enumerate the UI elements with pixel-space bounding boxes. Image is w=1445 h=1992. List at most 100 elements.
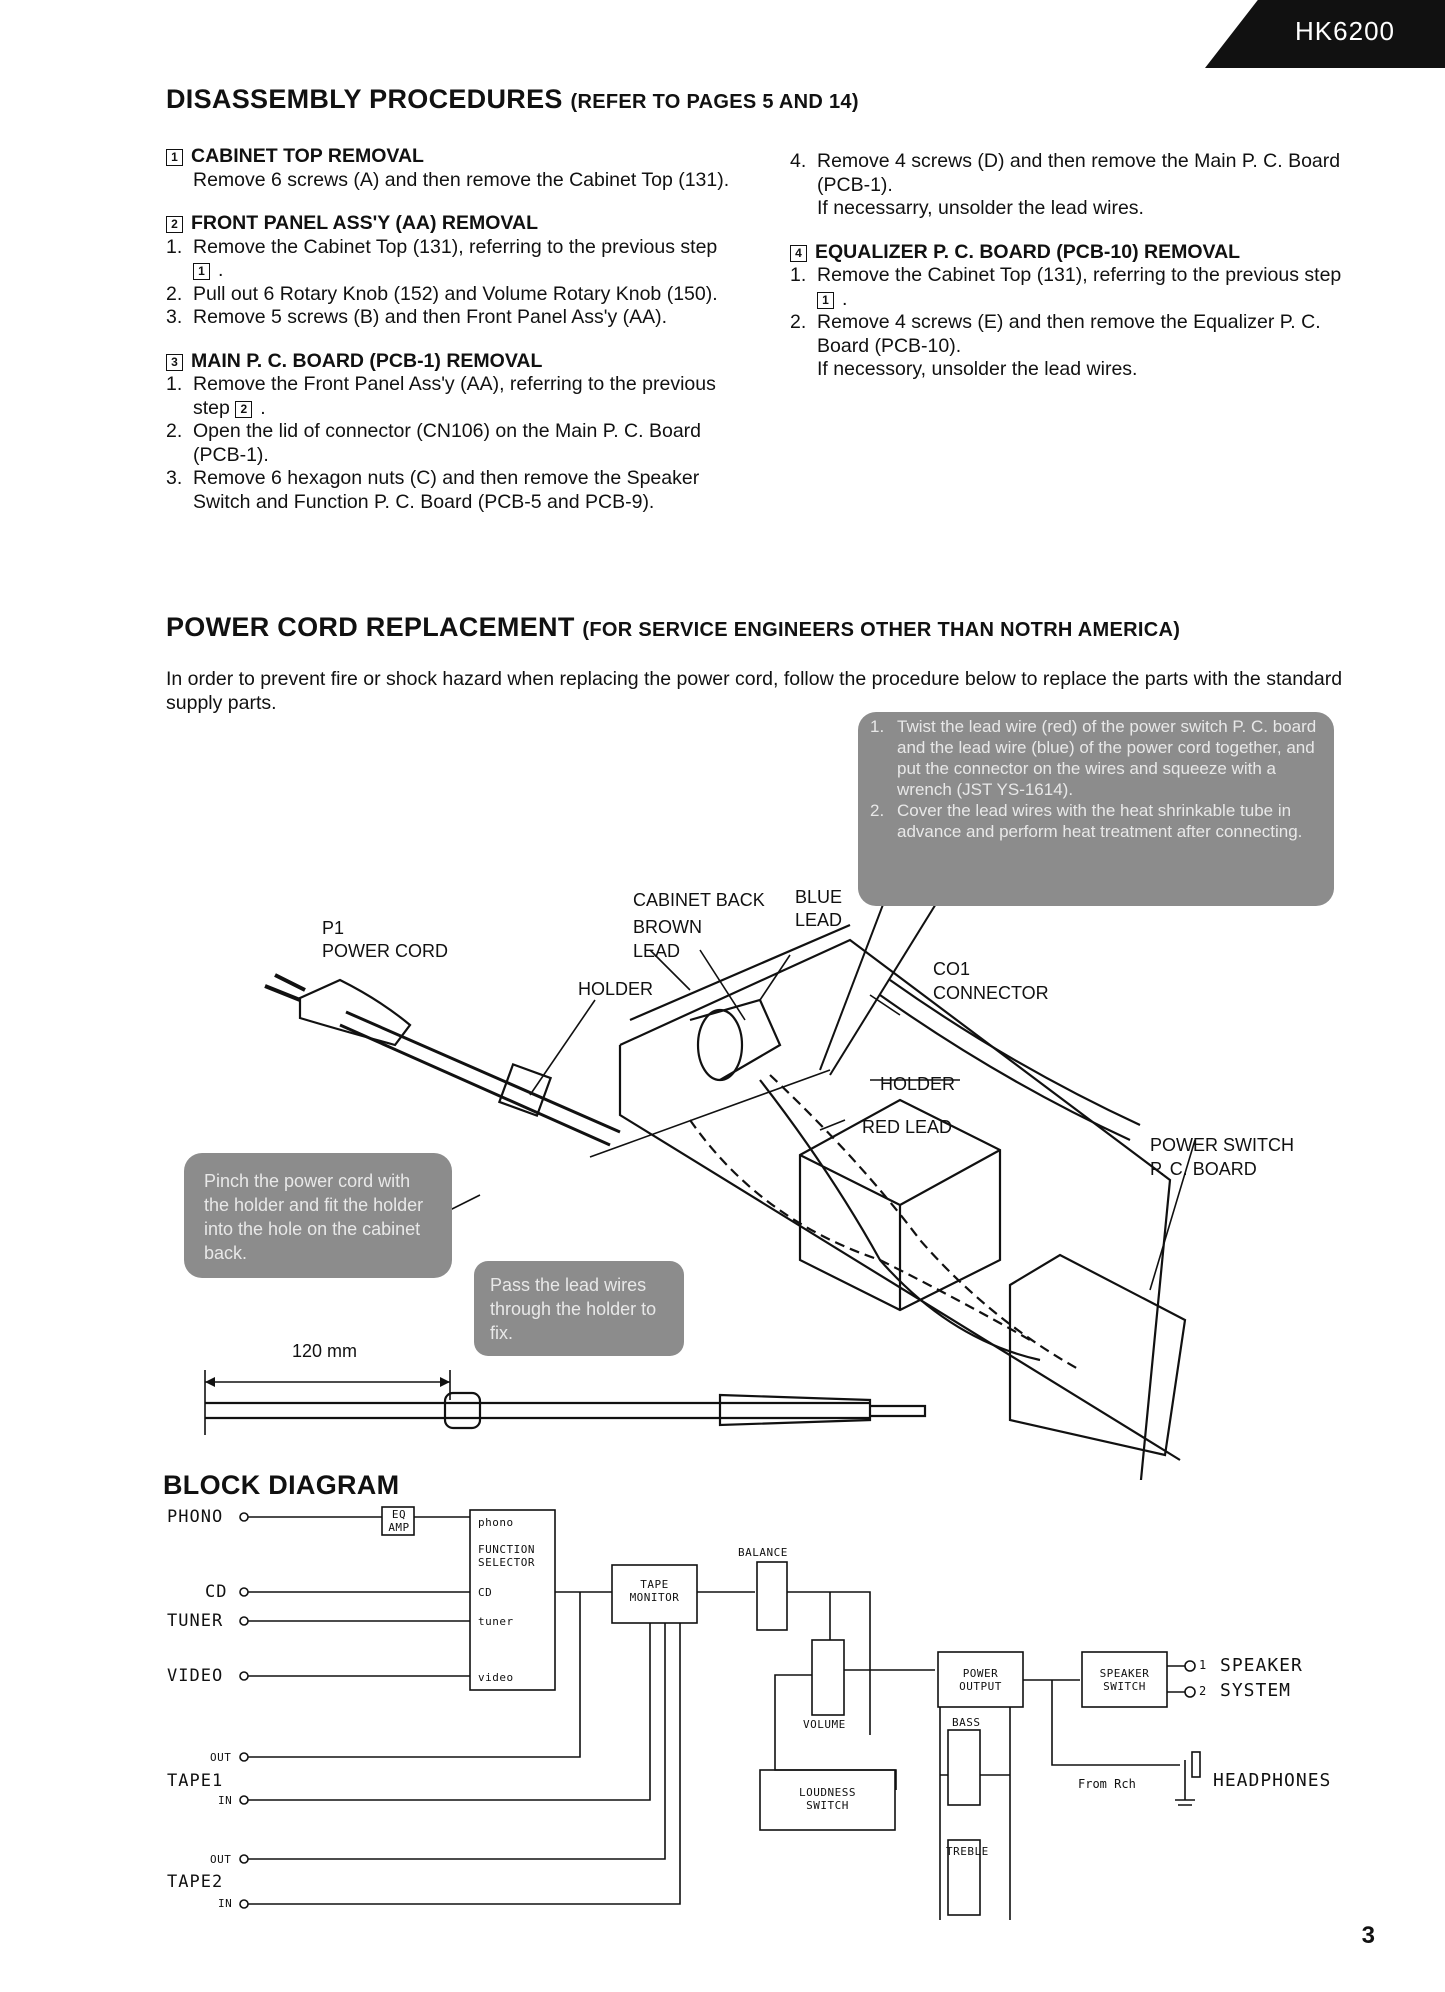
step-3-item-4-text: Remove 4 screws (D) and then remove the … — [817, 150, 1341, 196]
note-pass-lead-wires: Pass the lead wires through the holder t… — [474, 1261, 684, 1356]
step-4-heading: 4 EQUALIZER P. C. BOARD (PCB-10) REMOVAL — [790, 241, 1360, 265]
label-cabinet-back: CABINET BACK — [633, 890, 765, 910]
step-2-item-2-text: Pull out 6 Rotary Knob (152) and Volume … — [193, 282, 718, 305]
label-p1: P1 — [322, 918, 345, 938]
label-120mm: 120 mm — [292, 1341, 358, 1361]
note-pinch-holder: Pinch the power cord with the holder and… — [184, 1153, 452, 1278]
step-2-item-1-text: Remove the Cabinet Top (131), referring … — [193, 235, 718, 258]
step-3-number: 3 — [166, 353, 183, 371]
block-diagram-title: BLOCK DIAGRAM — [163, 1470, 400, 1500]
step-1-number: 1 — [166, 149, 183, 166]
tape1-in: IN — [218, 1794, 233, 1807]
tape2-out: OUT — [210, 1853, 232, 1866]
step-4-item-1: 1.Remove the Cabinet Top (131), referrin… — [790, 264, 1342, 310]
label-co1: CO1 — [933, 959, 971, 979]
label-pc-board: P. C. BOARD — [1150, 1159, 1257, 1179]
power-cord-title: POWER CORD REPLACEMENT — [166, 612, 575, 642]
cabinet-panel-edge — [619, 938, 1172, 1480]
note-step-1: Twist the lead wire (red) of the power s… — [897, 717, 1317, 799]
label-brown: BROWN — [633, 917, 702, 937]
label-red-lead: RED LEAD — [862, 1117, 953, 1137]
output-2: 2 — [1199, 1684, 1207, 1698]
input-tuner: TUNER — [167, 1611, 224, 1631]
step-4-item-2-note: If necessory, unsolder the lead wires. — [817, 358, 1138, 380]
step-3-heading: 3 MAIN P. C. BOARD (PCB-1) REMOVAL — [166, 350, 736, 374]
step-2-item-2: 2.Pull out 6 Rotary Knob (152) and Volum… — [166, 282, 718, 305]
step-3-item-3-text: Remove 6 hexagon nuts (C) and then remov… — [193, 467, 700, 513]
input-phono: PHONO — [167, 1507, 224, 1527]
step-1-text: Remove 6 screws (A) and then remove the … — [193, 168, 730, 191]
step-3-item-4-note: If necessarry, unsolder the lead wires. — [817, 197, 1144, 219]
output-speaker: SPEAKER — [1220, 1655, 1303, 1676]
treble-label: TREBLE — [946, 1845, 989, 1858]
tape2-in: IN — [218, 1897, 233, 1910]
label-holder-2: HOLDER — [880, 1074, 956, 1094]
step-3-item-4: 4.Remove 4 screws (D) and then remove th… — [790, 150, 1360, 197]
step-2-item-1: 1.Remove the Cabinet Top (131), referrin… — [166, 235, 718, 282]
step-ref-box: 1 — [817, 291, 834, 309]
note-step-2: Cover the lead wires with the heat shrin… — [897, 801, 1303, 841]
model-tab: HK6200 — [1205, 0, 1445, 68]
step-3-title: MAIN P. C. BOARD (PCB-1) REMOVAL — [191, 349, 543, 372]
step-2-number: 2 — [166, 216, 183, 233]
step-3-item-2: 2.Open the lid of connector (CN106) on t… — [166, 420, 736, 467]
step-1-title: CABINET TOP REMOVAL — [191, 145, 424, 167]
page-number: 3 — [1361, 1922, 1375, 1949]
disassembly-ref: (REFER TO PAGES 5 AND 14) — [570, 91, 859, 113]
label-power-switch: POWER SWITCH — [1150, 1135, 1294, 1155]
label-brown-lead: LEAD — [633, 941, 681, 961]
disassembly-right-column: 4.Remove 4 screws (D) and then remove th… — [790, 150, 1360, 382]
step-2-heading: 2 FRONT PANEL ASS'Y (AA) REMOVAL — [166, 212, 736, 236]
input-cd: CD — [205, 1582, 228, 1602]
power-cord-intro: In order to prevent fire or shock hazard… — [166, 668, 1343, 714]
input-tape2: TAPE2 — [167, 1872, 224, 1892]
from-rch-label: From Rch — [1078, 1777, 1136, 1791]
disassembly-left-column: 1 CABINET TOP REMOVAL Remove 6 screws (A)… — [166, 145, 736, 514]
step-ref-box: 1 — [193, 263, 210, 280]
step-3-item-1: 1.Remove the Front Panel Ass'y (AA), ref… — [166, 373, 716, 419]
step-4-item-2-text: Remove 4 screws (E) and then remove the … — [817, 311, 1321, 357]
step-4-item-1-text: Remove the Cabinet Top (131), referring … — [817, 264, 1342, 286]
step-3-item-1-text: Remove the Front Panel Ass'y (AA), refer… — [193, 373, 716, 419]
disassembly-title: DISASSEMBLY PROCEDURES — [166, 84, 563, 114]
note-twist-and-cover: 1.Twist the lead wire (red) of the power… — [858, 712, 1334, 906]
output-1: 1 — [1199, 1658, 1207, 1672]
block-diagram-drawing — [239, 1506, 1201, 1920]
block-diagram-heading: BLOCK DIAGRAM — [163, 1470, 399, 1501]
step-3-item-3: 3.Remove 6 hexagon nuts (C) and then rem… — [166, 467, 736, 514]
output-headphones: HEADPHONES — [1213, 1770, 1332, 1791]
label-blue-lead: LEAD — [795, 910, 843, 930]
step-4-number: 4 — [790, 244, 807, 262]
label-power-cord: POWER CORD — [322, 941, 448, 961]
input-video: VIDEO — [167, 1666, 224, 1686]
fs-cd: CD — [478, 1586, 493, 1599]
tape1-out: OUT — [210, 1751, 232, 1764]
balance-label: BALANCE — [738, 1546, 788, 1559]
fs-video: video — [478, 1671, 514, 1684]
step-4-item-2: 2.Remove 4 screws (E) and then remove th… — [790, 311, 1360, 358]
bass-label: BASS — [952, 1716, 981, 1729]
label-connector: CONNECTOR — [933, 983, 1049, 1003]
power-cord-subtitle: (FOR SERVICE ENGINEERS OTHER THAN NOTRH … — [582, 619, 1181, 641]
label-blue: BLUE — [795, 887, 843, 907]
step-4-title: EQUALIZER P. C. BOARD (PCB-10) REMOVAL — [815, 240, 1241, 263]
step-2-item-3-text: Remove 5 screws (B) and then Front Panel… — [193, 306, 668, 328]
fs-phono: phono — [478, 1516, 514, 1529]
step-3-item-2-text: Open the lid of connector (CN106) on the… — [193, 420, 702, 466]
step-2-item-3: 3.Remove 5 screws (B) and then Front Pan… — [166, 306, 668, 328]
volume-label: VOLUME — [803, 1718, 846, 1731]
disassembly-heading: DISASSEMBLY PROCEDURES (REFER TO PAGES 5… — [166, 84, 859, 115]
power-cord-heading: POWER CORD REPLACEMENT (FOR SERVICE ENGI… — [166, 612, 1180, 643]
step-ref-box: 2 — [235, 400, 253, 418]
fs-tuner: tuner — [478, 1615, 514, 1628]
step-2-title: FRONT PANEL ASS'Y (AA) REMOVAL — [191, 212, 538, 234]
power-cord-illustration — [204, 859, 1196, 1480]
input-tape1: TAPE1 — [167, 1771, 224, 1791]
model-number: HK6200 — [1295, 16, 1395, 46]
